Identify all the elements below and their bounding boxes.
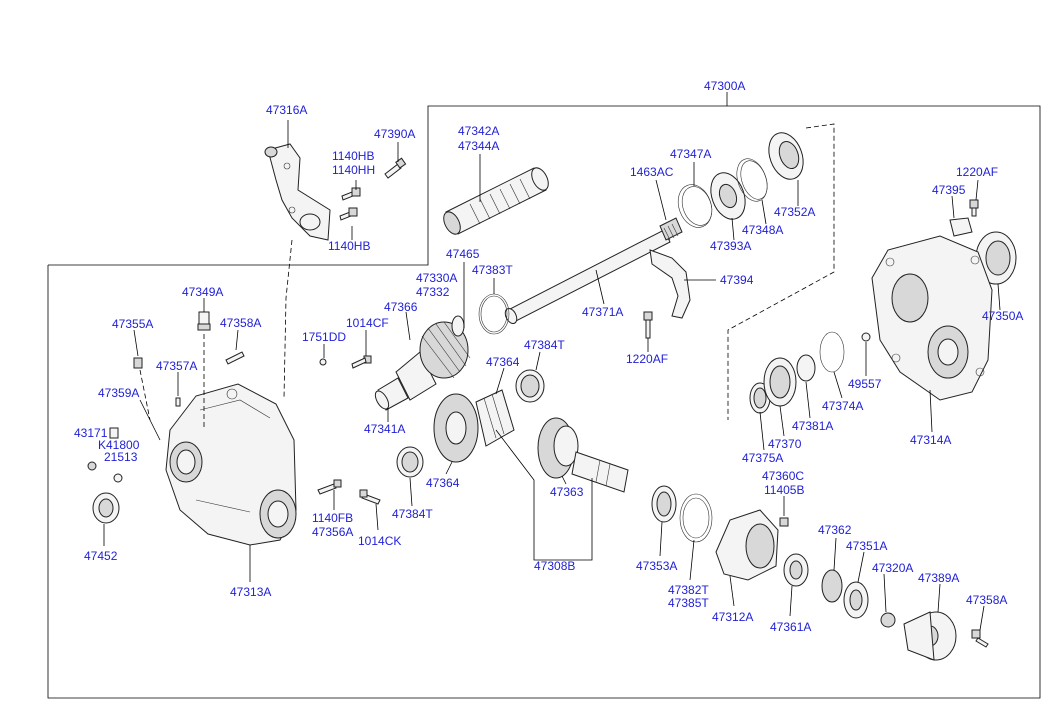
label-47316A[interactable]: 47316A: [266, 103, 307, 117]
ring-47384T: [396, 369, 545, 478]
label-47393A[interactable]: 47393A: [710, 239, 751, 253]
label-47312A[interactable]: 47312A: [712, 610, 753, 624]
bearing-group: [749, 331, 871, 414]
label-47384T-bottom[interactable]: 47384T: [392, 507, 433, 521]
rings-top: [677, 132, 804, 228]
label-1220AF-mid[interactable]: 1220AF: [626, 352, 668, 366]
label-47364-bottom[interactable]: 47364: [426, 476, 460, 490]
label-47360C[interactable]: 47360C: [762, 469, 804, 483]
label-47381A[interactable]: 47381A: [792, 419, 833, 433]
label-47364-top[interactable]: 47364: [486, 355, 520, 369]
case-47313A: [165, 383, 297, 546]
label-49557[interactable]: 49557: [848, 377, 882, 391]
label-47359A[interactable]: 47359A: [98, 386, 139, 400]
gear-47364: [433, 389, 515, 463]
label-1140HB-lower[interactable]: 1140HB: [328, 239, 370, 253]
oil-guide-47394: [649, 249, 691, 319]
label-47361A[interactable]: 47361A: [770, 620, 811, 634]
label-47384T-top[interactable]: 47384T: [524, 338, 565, 352]
label-47390A[interactable]: 47390A: [374, 127, 415, 141]
label-47352A[interactable]: 47352A: [774, 205, 815, 219]
bolts-bottom-left: [317, 479, 381, 505]
leader-lines: [103, 120, 1001, 631]
labels: 47300A 47316A 47390A 1140HB 1140HH 1140H…: [74, 79, 1023, 634]
label-47394[interactable]: 47394: [720, 273, 754, 287]
label-47332[interactable]: 47332: [416, 285, 450, 299]
label-11405B[interactable]: 11405B: [764, 483, 804, 497]
label-K41800[interactable]: K41800: [98, 438, 140, 452]
label-47347A[interactable]: 47347A: [670, 147, 711, 161]
gear-47363: [537, 417, 629, 493]
label-47330A[interactable]: 47330A: [416, 271, 457, 285]
label-47349A[interactable]: 47349A: [182, 285, 223, 299]
case-47314A: [871, 235, 993, 401]
bracket-47316A: [264, 143, 331, 241]
label-47389A[interactable]: 47389A: [918, 571, 959, 585]
label-47358A-left[interactable]: 47358A: [220, 316, 261, 330]
bolt-1220AF: [643, 311, 653, 339]
label-47308B[interactable]: 47308B: [534, 559, 575, 573]
label-21513[interactable]: 21513: [104, 450, 138, 464]
bolts-top-left: [339, 157, 407, 221]
label-47348A[interactable]: 47348A: [742, 223, 783, 237]
reference-dashed-lines: [139, 123, 835, 430]
label-47383T[interactable]: 47383T: [472, 263, 513, 277]
label-47358A-right[interactable]: 47358A: [966, 593, 1007, 607]
seal-47350A: [975, 231, 1017, 285]
label-47375A[interactable]: 47375A: [742, 451, 783, 465]
label-47351A[interactable]: 47351A: [846, 539, 887, 553]
label-47370[interactable]: 47370: [768, 437, 802, 451]
label-47313A[interactable]: 47313A: [230, 585, 271, 599]
ring-47383T: [478, 293, 510, 335]
bolts-mid-left: [319, 355, 372, 369]
label-47342A[interactable]: 47342A: [458, 124, 499, 138]
sleeve-47342A: [443, 167, 549, 235]
label-1140FB[interactable]: 1140FB: [312, 511, 353, 525]
label-47350A[interactable]: 47350A: [982, 309, 1023, 323]
label-47465[interactable]: 47465: [446, 247, 480, 261]
gear-47330A: [374, 315, 471, 411]
label-47300A[interactable]: 47300A: [704, 79, 745, 93]
label-47357A[interactable]: 47357A: [156, 359, 197, 373]
label-1751DD[interactable]: 1751DD: [302, 330, 346, 344]
label-47344A[interactable]: 47344A: [458, 139, 499, 153]
label-47452[interactable]: 47452: [84, 549, 118, 563]
label-1014CK[interactable]: 1014CK: [358, 534, 401, 548]
bracket-47395: [949, 199, 979, 237]
shaft-47371A: [504, 217, 683, 324]
label-47320A[interactable]: 47320A: [872, 561, 913, 575]
seal-47452: [92, 492, 120, 524]
label-47314A[interactable]: 47314A: [910, 433, 951, 447]
label-1463AC[interactable]: 1463AC: [630, 165, 674, 179]
label-47341A[interactable]: 47341A: [364, 422, 405, 436]
label-47374A[interactable]: 47374A: [822, 399, 863, 413]
label-47356A[interactable]: 47356A: [312, 525, 353, 539]
label-47363[interactable]: 47363: [550, 485, 584, 499]
label-47355A[interactable]: 47355A: [112, 317, 153, 331]
label-43171[interactable]: 43171: [74, 426, 108, 440]
frame: [47, 92, 1041, 699]
label-1140HB-upper[interactable]: 1140HB: [332, 149, 374, 163]
label-47366[interactable]: 47366: [384, 300, 418, 314]
label-1140HH[interactable]: 1140HH: [332, 163, 375, 177]
label-47362[interactable]: 47362: [818, 523, 852, 537]
label-47382T[interactable]: 47382T: [668, 583, 709, 597]
output-group: [651, 485, 989, 661]
label-1220AF-top[interactable]: 1220AF: [956, 165, 998, 179]
label-47395[interactable]: 47395: [932, 183, 966, 197]
label-47353A[interactable]: 47353A: [636, 559, 677, 573]
label-1014CF[interactable]: 1014CF: [346, 316, 389, 330]
label-47371A[interactable]: 47371A: [582, 305, 623, 319]
label-47385T[interactable]: 47385T: [668, 596, 709, 610]
